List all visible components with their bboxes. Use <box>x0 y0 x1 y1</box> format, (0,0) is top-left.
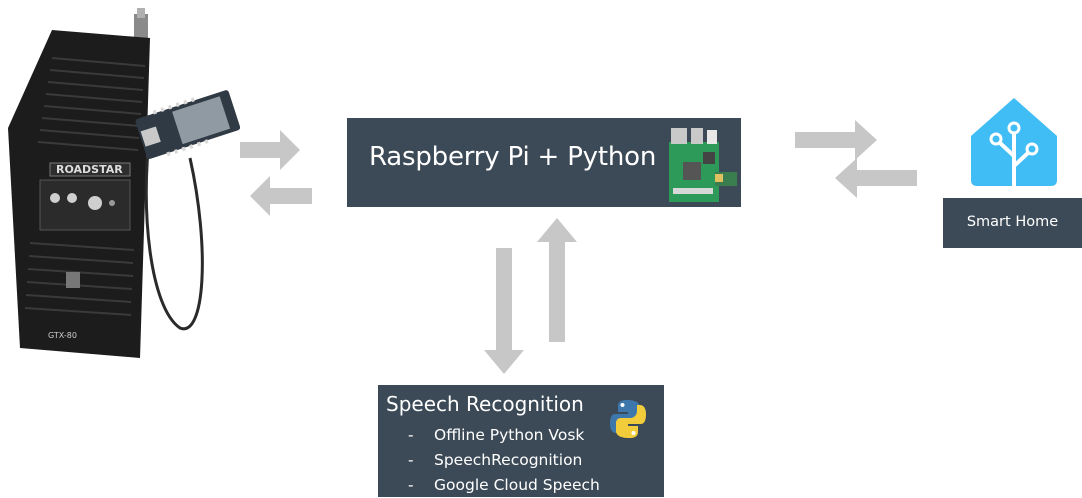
arrow-rpi-to-radio <box>250 176 312 216</box>
list-item-label: Google Cloud Speech <box>434 476 600 494</box>
raspberry-pi-board-icon <box>669 128 737 202</box>
esp32-board-image <box>135 90 240 159</box>
list-dash: - <box>408 451 414 469</box>
list-item-label: Offline Python Vosk <box>434 426 585 444</box>
speech-box-title: Speech Recognition <box>386 392 584 416</box>
arrow-radio-to-rpi <box>240 130 300 170</box>
python-logo-icon <box>610 400 646 438</box>
list-item: - SpeechRecognition <box>408 448 600 473</box>
raspberry-pi-python-box: Raspberry Pi + Python <box>347 118 741 207</box>
list-item-label: SpeechRecognition <box>434 451 583 469</box>
list-dash: - <box>408 426 414 444</box>
arrow-speech-to-rpi <box>537 218 577 342</box>
arrow-smart-home-to-rpi <box>835 158 917 198</box>
list-item: - Google Cloud Speech <box>408 473 600 498</box>
speech-options-list: -Offline Python Vosk -SpeechRecognition … <box>408 423 600 498</box>
list-item: - Offline Python Vosk <box>408 423 600 448</box>
arrow-rpi-to-speech <box>484 248 524 374</box>
radio-brand-text: ROADSTAR <box>56 163 123 176</box>
speech-recognition-box: Speech Recognition -Offline Python Vosk … <box>378 385 664 497</box>
arrow-rpi-to-smart-home <box>795 120 877 160</box>
walkie-talkie-radio-image: ROADSTAR GTX-80 <box>8 8 240 358</box>
radio-model-text: GTX-80 <box>48 331 77 340</box>
smart-home-box: Smart Home <box>943 198 1082 248</box>
home-assistant-logo-icon <box>971 98 1057 188</box>
list-dash: - <box>408 476 414 494</box>
rpi-box-title: Raspberry Pi + Python <box>369 142 657 172</box>
smart-home-label: Smart Home <box>966 214 1059 230</box>
